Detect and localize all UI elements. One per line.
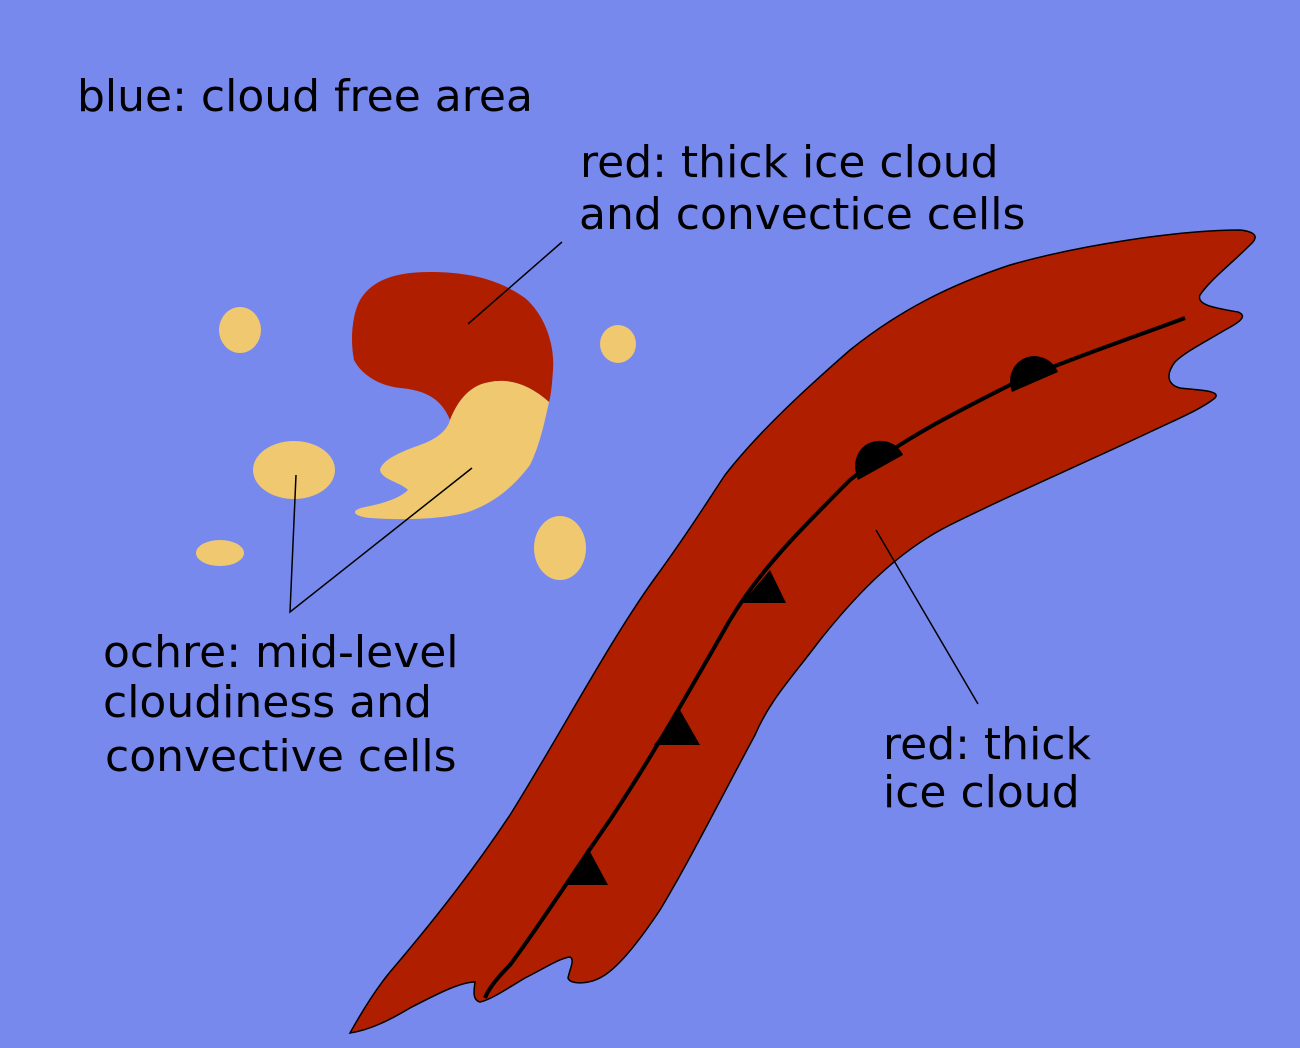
ochre-cloud [354,380,549,520]
label-ochre-1: ochre: mid-level [103,627,459,678]
warm-front-semicircle [1010,356,1058,392]
pointer-line [875,529,979,705]
label-red-convective-1: red: thick ice cloud [580,137,999,188]
ochre-cell [600,325,636,363]
cold-front-triangle [742,570,786,603]
cold-front-triangle [654,710,700,745]
ochre-cell [534,516,586,580]
cloud-band [348,229,1256,1034]
ochre-cell [196,540,244,566]
label-red-convective-2: and convectice cells [579,189,1026,240]
warm-front-semicircle [855,440,903,480]
ochre-cell [253,441,335,499]
label-ochre-2: cloudiness and [103,677,432,728]
label-red-thick-2: ice cloud [883,767,1080,818]
pointer-line [467,241,563,325]
pointer-line [289,467,473,614]
red-convective-cloud [352,272,554,420]
label-ochre-3: convective cells [105,731,457,782]
label-blue: blue: cloud free area [77,71,533,122]
label-red-thick-1: red: thick [883,719,1091,770]
cold-front-triangle [565,848,608,885]
ochre-cell [219,307,261,353]
